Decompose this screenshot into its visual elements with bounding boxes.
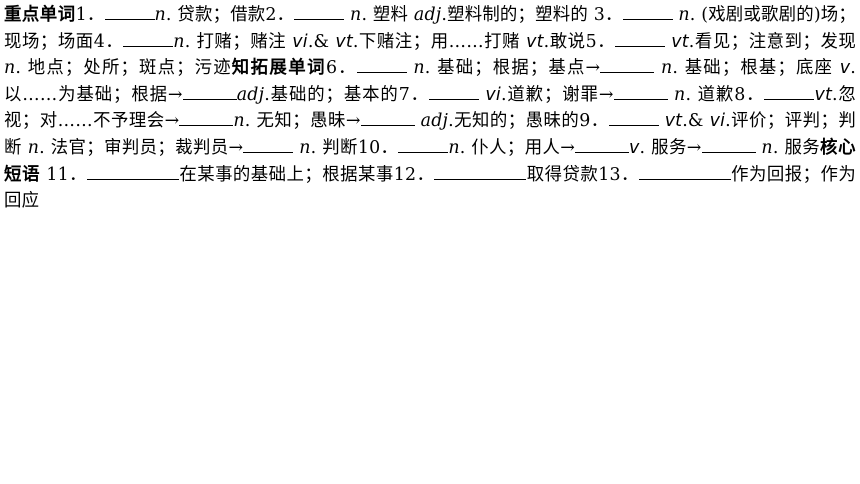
item-1-number: 1． [75,5,105,25]
answer-blank-10c[interactable] [701,136,756,153]
item-3-number: 3． [593,5,623,25]
item-11-number: 11． [46,164,88,185]
item-5-pos-2: n [4,58,16,79]
item-7-number: 7． [398,84,429,105]
answer-blank-11[interactable] [87,163,180,180]
answer-blank-10[interactable] [398,136,449,153]
answer-blank-3[interactable] [622,3,673,20]
item-10-meaning: . 仆人；用人→ [459,137,576,158]
item-6-number: 6． [325,58,357,79]
item-6-pos-4: adj [236,84,265,105]
item-6-pos: n [413,58,425,79]
item-10-pos: n [448,137,460,158]
answer-blank-9[interactable] [608,110,659,127]
item-7-pos-2: n [674,84,686,105]
answer-blank-7[interactable] [428,83,479,100]
item-6-pos-2: n [660,58,673,79]
item-4-number: 4． [93,31,124,52]
item-12-number: 12． [393,164,435,185]
item-10-number: 10． [357,137,399,158]
item-13-meaning: 作为回报；作为回应 [4,164,856,212]
item-5-pos: vt [671,31,689,52]
item-2-meaning: . 塑料 [361,5,414,25]
item-8-meaning: .忽视；对……不予理会→ [4,84,857,132]
item-4-mid: .& [307,31,336,52]
item-2-pos-2: adj [413,5,442,25]
answer-blank-8b[interactable] [179,110,234,127]
item-9-meaning: .评价；评判；判断 [4,111,856,158]
item-6-meaning-2: . 基础；根基；底座 [672,58,840,79]
answer-blank-5[interactable] [615,30,666,47]
item-6-meaning: . 基础；根据；基点→ [424,58,601,79]
item-4-pos-4: vt [526,31,544,52]
item-12-meaning: 取得贷款 [526,164,599,185]
item-3-meaning: . (戏剧或歌剧的)场；现场；场面 [4,5,857,52]
item-2-pos: n [350,5,362,25]
item-1-meaning: . 贷款；借款 [165,5,266,25]
item-6-meaning-3: . 以……为基础；根据→ [4,58,856,105]
item-10-meaning-2: . 服务→ [639,137,702,158]
heading-core-phrases: 核心短语 [4,137,856,185]
item-8-pos-2: n [233,111,245,132]
item-8-number: 8． [734,84,765,105]
item-4-pos-2: vi [292,31,308,52]
answer-blank-9b[interactable] [243,136,294,153]
item-2-meaning-2: .塑料制的；塑料的 [441,5,588,25]
item-8-pos: vt [814,84,832,105]
item-8-meaning-3: .无知的；愚昧的 [448,111,580,132]
item-5-meaning-2: . 地点；处所；斑点；污迹 [15,58,232,79]
answer-blank-12[interactable] [434,163,527,180]
item-4-meaning-2: .下赌注；用……打赌 [352,31,527,52]
item-1-pos: n [154,5,166,25]
item-9-pos: vt [664,111,683,132]
item-3-pos: n [678,5,690,25]
item-6-pos-3: v [839,58,851,79]
item-9-meaning-2: . 法官；审判员；裁判员→ [39,137,244,158]
item-6-meaning-4: .基础的；基本的 [264,84,399,105]
item-9-pos-4: n [299,137,311,158]
answer-blank-8[interactable] [764,83,815,100]
heading-key-words: 重点单词 [4,5,76,25]
item-11-meaning: 在某事的基础上；根据某事 [179,164,394,185]
item-5-meaning: .看见；注意到；发现 [688,31,857,52]
item-4-pos-3: vt [335,31,353,52]
item-10-pos-3: n [761,137,773,158]
item-5-number: 5． [585,31,616,52]
item-8-meaning-2: . 无知；愚昧→ [244,111,361,132]
answer-blank-1[interactable] [104,3,155,20]
answer-blank-13[interactable] [638,163,731,180]
answer-blank-8c[interactable] [360,110,415,127]
answer-blank-10b[interactable] [575,136,630,153]
item-10-meaning-3: . 服务 [772,137,821,158]
vocabulary-worksheet: 重点单词1．n. 贷款；借款2． n. 塑料 adj.塑料制的；塑料的 3． n… [4,0,856,215]
item-13-number: 13． [598,164,639,185]
heading-extended-words: 知拓展单词 [231,58,326,79]
answer-blank-6[interactable] [356,57,407,74]
item-4-meaning: . 打赌；赌注 [184,31,293,52]
item-8-pos-3: adj [420,111,449,132]
item-10-pos-2: v [629,137,640,158]
item-7-pos: vi [485,84,501,105]
item-4-pos: n [173,31,185,52]
answer-blank-2[interactable] [294,3,345,20]
item-9-meaning-3: . 判断 [310,137,358,158]
answer-blank-6b[interactable] [600,57,655,74]
item-4-meaning-3: .敢说 [543,31,586,52]
item-7-meaning: .道歉；谢罪→ [500,84,614,105]
answer-blank-7b[interactable] [613,83,668,100]
item-7-meaning-2: . 道歉 [685,84,735,105]
answer-blank-6c[interactable] [182,83,237,100]
item-9-pos-3: n [27,137,40,158]
item-9-mid: .& [682,111,710,132]
answer-blank-4[interactable] [123,30,174,47]
item-2-number: 2． [265,5,295,25]
item-9-number: 9． [579,111,609,132]
item-9-pos-2: vi [709,111,726,132]
